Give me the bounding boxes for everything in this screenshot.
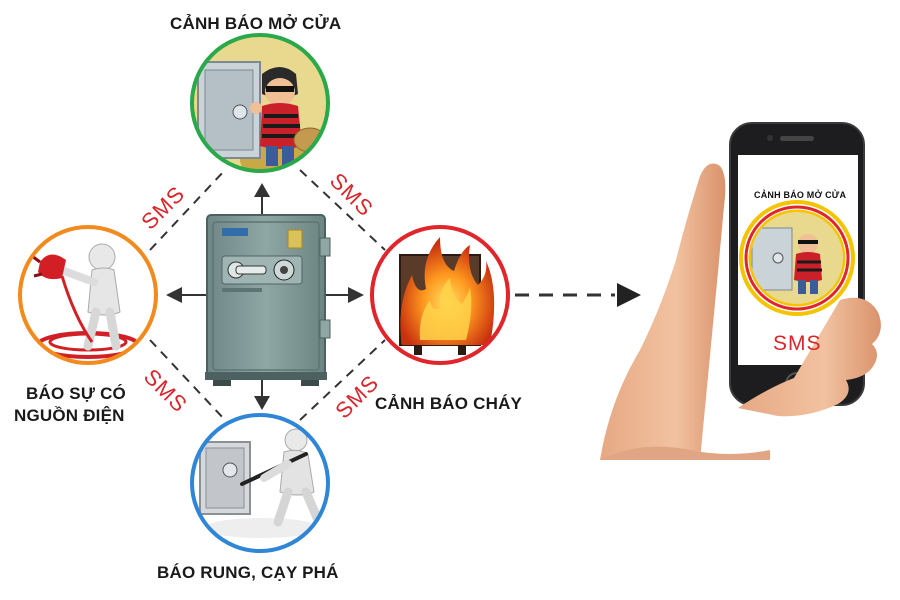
phone-screen-burglar-icon: [751, 212, 843, 304]
safe-arrows: [166, 183, 364, 410]
phone-screen-outer-ring: [739, 200, 855, 316]
phone-screen-red-ring: [744, 205, 850, 311]
phone-screen-title: CẢNH BÁO MỞ CỬA: [754, 190, 847, 200]
dashed-line-bottom-left: [149, 339, 226, 421]
arrowhead-to-phone: [617, 283, 641, 307]
label-power-line2: NGUỒN ĐIỆN: [14, 406, 125, 425]
figure-with-power-plug-icon: [18, 225, 158, 365]
arrow-right: [348, 287, 364, 303]
arrow-down: [254, 396, 270, 410]
burning-safe-icon: [370, 225, 510, 365]
label-power-line1: BÁO SỰ CÓ: [26, 384, 126, 403]
dashed-line-top-left: [149, 169, 226, 251]
arrow-up: [254, 183, 270, 197]
burglar-opening-safe-icon: [190, 33, 330, 173]
label-open-door-alert: CẢNH BÁO MỞ CỬA: [170, 14, 342, 33]
label-fire-alert: CẢNH BÁO CHÁY: [375, 394, 523, 413]
dashed-line-top-right: [299, 169, 386, 251]
safe-icon: [205, 214, 331, 386]
label-vibration-alert: BÁO RUNG, CẠY PHÁ: [157, 563, 339, 582]
arrow-left: [166, 287, 182, 303]
dashed-connectors: [149, 169, 615, 421]
hand-holding-phone-icon: [600, 122, 881, 461]
dashed-line-bottom-right: [299, 339, 386, 421]
figure-prying-safe-icon: [190, 413, 330, 553]
phone-screen-sms: SMS: [773, 332, 822, 355]
